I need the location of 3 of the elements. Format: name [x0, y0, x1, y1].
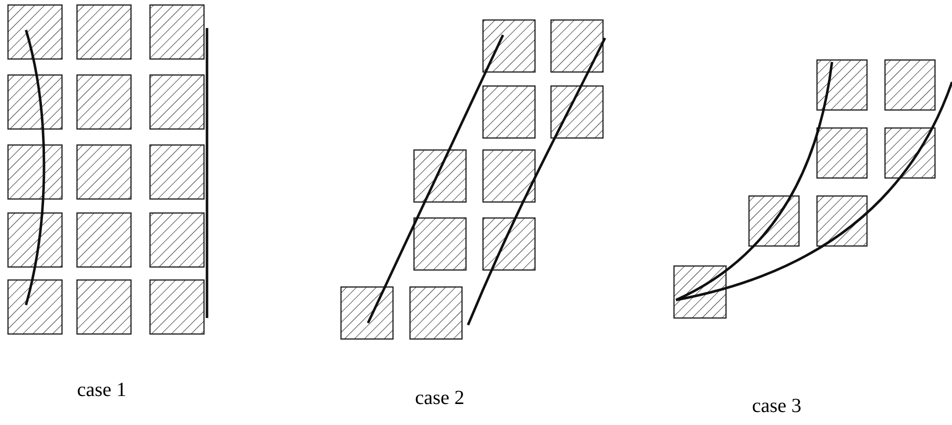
- case-label: case 3: [752, 396, 802, 416]
- case-label: case 2: [415, 388, 464, 408]
- case-label: case 1: [77, 380, 126, 400]
